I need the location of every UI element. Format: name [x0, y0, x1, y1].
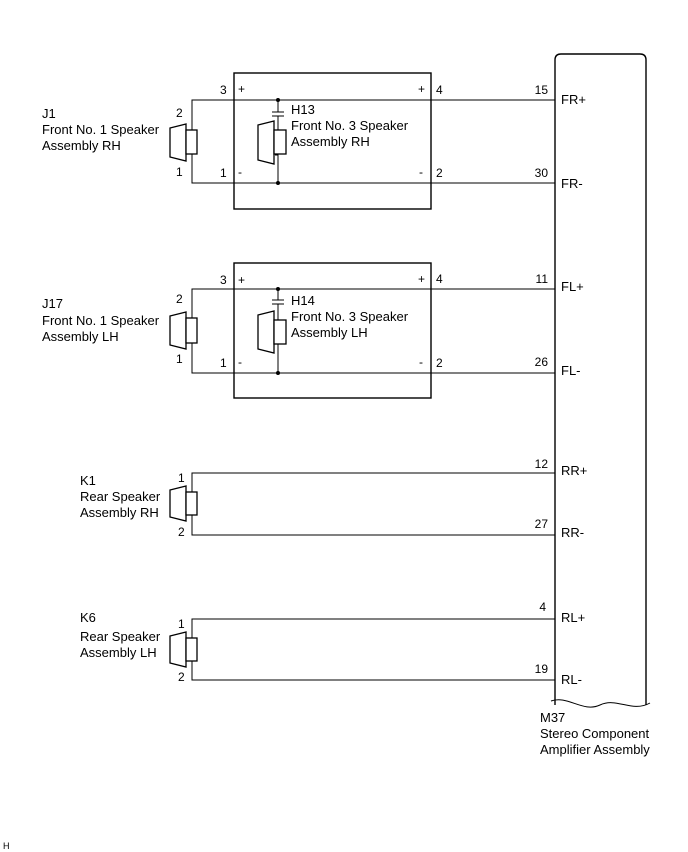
j1-pin-bottom: 1 [176, 165, 183, 179]
h13-minus-right: - [419, 165, 423, 179]
h13-minus-left: - [238, 165, 242, 179]
k6-code: K6 [80, 610, 96, 625]
amp-pin-fl-minus: 26 [535, 355, 549, 369]
h13-plus-right: + [418, 82, 425, 96]
wires [191, 99, 555, 681]
amp-signal-fl-minus: FL- [561, 363, 581, 378]
k6-name-line1: Rear Speaker [80, 629, 161, 644]
amp-pin-fr-plus: 15 [535, 83, 549, 97]
amp-signal-rl-plus: RL+ [561, 610, 585, 625]
h14-speaker-icon [257, 310, 287, 354]
wire-fr-minus-left [191, 153, 234, 184]
k6-speaker-icon [169, 631, 198, 668]
h13-pin-top-right: 4 [436, 83, 443, 97]
amp-pin-fl-plus: 11 [536, 272, 549, 286]
h14-name-line2: Assembly LH [291, 325, 368, 340]
footer-mark: H [3, 841, 10, 851]
amplifier-name-line2: Amplifier Assembly [540, 742, 650, 757]
wire-rl-plus [191, 618, 555, 639]
amp-pin-fr-minus: 30 [535, 166, 549, 180]
h14-pin-bottom-right: 2 [436, 356, 443, 370]
h13-pin-top-left: 3 [220, 83, 227, 97]
amp-pin-rl-minus: 19 [535, 662, 549, 676]
j17-pin-top: 2 [176, 292, 183, 306]
amp-signal-rr-plus: RR+ [561, 463, 587, 478]
h13-name-line1: Front No. 3 Speaker [291, 118, 409, 133]
j17-name-line2: Assembly LH [42, 329, 119, 344]
wire-rr-minus [191, 514, 555, 536]
h14-plus-right: + [418, 272, 425, 286]
k6-name-line2: Assembly LH [80, 645, 157, 660]
wire-rr-plus [191, 472, 555, 493]
h13-name-line2: Assembly RH [291, 134, 370, 149]
j1-speaker-icon [169, 123, 198, 162]
amplifier-name-line1: Stereo Component [540, 726, 650, 741]
h14-pin-top-right: 4 [436, 272, 443, 286]
amp-signal-rl-minus: RL- [561, 672, 582, 687]
j1-code: J1 [42, 106, 56, 121]
h13-code: H13 [291, 102, 315, 117]
j1-name-line1: Front No. 1 Speaker [42, 122, 160, 137]
k1-speaker-icon [169, 485, 198, 522]
amplifier-body [554, 53, 647, 705]
amplifier-break-line [550, 699, 651, 708]
wire-fl-minus-left [191, 342, 234, 374]
h14-name-line1: Front No. 3 Speaker [291, 309, 409, 324]
h14-minus-right: - [419, 355, 423, 369]
amp-signal-fl-plus: FL+ [561, 279, 584, 294]
h14-plus-left: + [238, 273, 245, 287]
k6-pin-top: 1 [178, 617, 185, 631]
k6-pin-bottom: 2 [178, 670, 185, 684]
j1-name-line2: Assembly RH [42, 138, 121, 153]
k1-pin-top: 1 [178, 471, 185, 485]
amp-signal-rr-minus: RR- [561, 525, 584, 540]
amp-pin-rl-plus: 4 [539, 600, 546, 614]
h14-pin-bottom-left: 1 [220, 356, 227, 370]
wire-fl-plus-left [191, 288, 234, 319]
amp-pin-rr-minus: 27 [535, 517, 549, 531]
h13-plus-left: + [238, 82, 245, 96]
h13-speaker-icon [257, 120, 287, 165]
h14-housing [233, 262, 432, 399]
j17-name-line1: Front No. 1 Speaker [42, 313, 160, 328]
j1-pin-top: 2 [176, 106, 183, 120]
h14-code: H14 [291, 293, 315, 308]
k1-code: K1 [80, 473, 96, 488]
amplifier-code: M37 [540, 710, 565, 725]
h14-minus-left: - [238, 355, 242, 369]
j17-speaker-icon [169, 311, 198, 350]
amp-pin-rr-plus: 12 [535, 457, 549, 471]
wire-rl-minus [191, 660, 555, 681]
k1-pin-bottom: 2 [178, 525, 185, 539]
amp-signal-fr-minus: FR- [561, 176, 583, 191]
h13-pin-bottom-right: 2 [436, 166, 443, 180]
amp-signal-fr-plus: FR+ [561, 92, 586, 107]
h13-pin-bottom-left: 1 [220, 166, 227, 180]
k1-name-line2: Assembly RH [80, 505, 159, 520]
j17-code: J17 [42, 296, 63, 311]
k1-name-line1: Rear Speaker [80, 489, 161, 504]
h14-pin-top-left: 3 [220, 273, 227, 287]
h13-housing [233, 72, 432, 210]
j17-pin-bottom: 1 [176, 352, 183, 366]
wire-fr-plus-left [191, 99, 234, 131]
